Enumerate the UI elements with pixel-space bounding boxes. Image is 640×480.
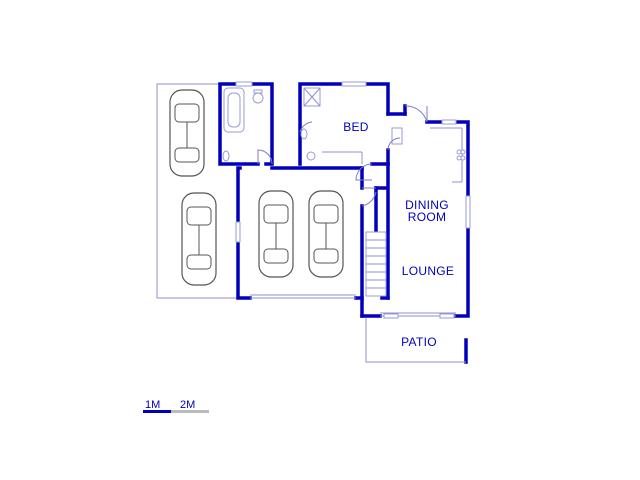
scale-segment-1m (143, 410, 171, 413)
room-label-lounge: LOUNGE (402, 264, 454, 278)
windows (235, 81, 471, 319)
car-bottom-left (181, 192, 217, 286)
car-garage-left (258, 190, 294, 278)
car-top-left (169, 89, 205, 177)
doors (257, 105, 428, 207)
room-label-bed: BED (343, 120, 369, 134)
room-label-dining-line1: DINING (405, 198, 449, 212)
carport-outline (156, 83, 238, 299)
staircase (365, 231, 387, 297)
room-label-patio: PATIO (401, 335, 437, 349)
scale-segment-2m (171, 410, 209, 413)
bedroom-fixtures (300, 87, 321, 161)
scale-label-2m: 2M (180, 399, 195, 411)
bathroom-fixtures (222, 87, 264, 162)
scale-label-1m: 1M (145, 399, 160, 411)
scale-bar: 1M 2M (143, 399, 209, 413)
car-garage-right (308, 190, 344, 278)
room-label-dining-line2: ROOM (408, 210, 447, 224)
kitchen-fixtures (391, 127, 466, 161)
